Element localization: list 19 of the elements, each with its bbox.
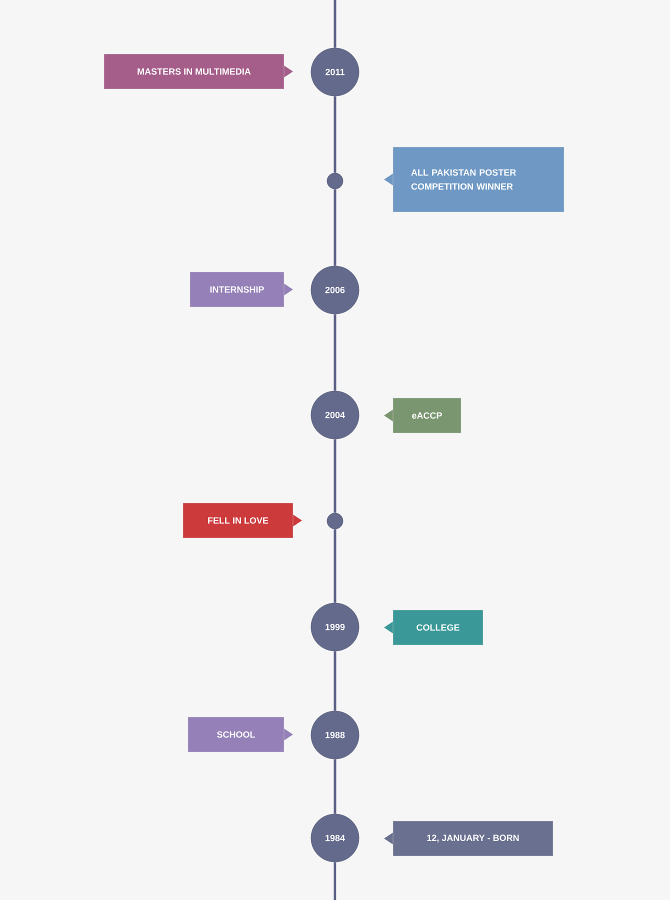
timeline-line: [334, 0, 336, 48]
callout-box: INTERNSHIP: [190, 272, 293, 308]
callout-box: MASTERS IN MULTIMEDIA: [104, 54, 293, 90]
timeline-line: [334, 651, 336, 711]
callout-box: ALL PAKISTAN POSTER COMPETITION WINNER: [384, 146, 564, 212]
timeline-dot: [326, 512, 344, 530]
timeline-dot: [326, 172, 344, 190]
timeline-line: [334, 314, 336, 391]
callout-box: 12, JANUARY - BORN: [384, 820, 554, 856]
callout-box: FELL IN LOVE: [182, 502, 302, 538]
timeline-line: [334, 439, 336, 513]
timeline-line: [334, 96, 336, 173]
timeline-line: [334, 862, 336, 900]
timeline-line: [334, 189, 336, 266]
callout-box: eACCP: [384, 398, 462, 434]
callout-box: COLLEGE: [384, 610, 484, 646]
timeline-line: [334, 759, 336, 814]
callout-box: SCHOOL: [188, 716, 293, 752]
timeline-line: [334, 529, 336, 603]
